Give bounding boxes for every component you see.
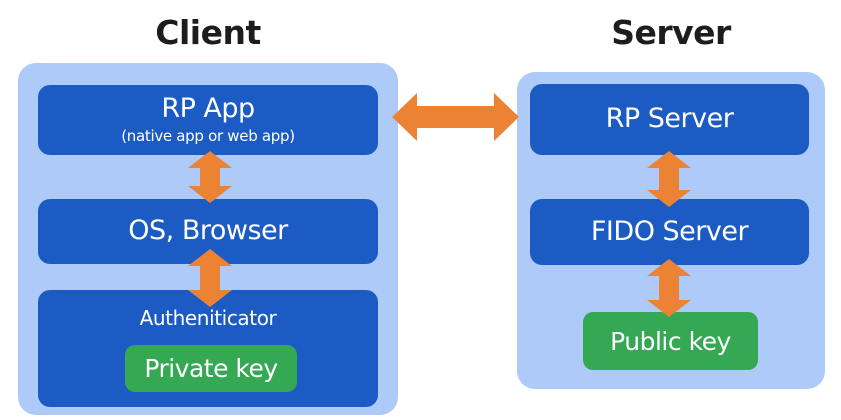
- public-key-box: Public key: [583, 312, 758, 370]
- rp-server-label: RP Server: [605, 103, 734, 135]
- public-key-label: Public key: [610, 326, 731, 356]
- double-arrow-icon-osbrowser-authenticator: [188, 249, 232, 307]
- private-key-label: Private key: [144, 354, 278, 383]
- rp-server-box: RP Server: [530, 84, 809, 155]
- os-browser-label: OS, Browser: [128, 215, 288, 247]
- rp-app-label: RP App: [161, 93, 255, 125]
- double-arrow-icon-rpserver-fidoserver: [647, 151, 691, 207]
- authenticator-label: Autheniticator: [139, 306, 277, 330]
- client-title: Client: [155, 13, 261, 52]
- fido-server-label: FIDO Server: [590, 215, 749, 247]
- double-arrow-icon-client-server: [392, 93, 519, 141]
- rp-app-sublabel: (native app or web app): [121, 126, 295, 145]
- server-title: Server: [611, 13, 731, 52]
- double-arrow-icon-fidoserver-publickey: [647, 259, 691, 317]
- private-key-box: Private key: [125, 345, 297, 392]
- rp-app-box: RP App (native app or web app): [38, 85, 378, 155]
- fido-server-box: FIDO Server: [530, 199, 809, 265]
- double-arrow-icon-rpapp-osbrowser: [188, 151, 232, 203]
